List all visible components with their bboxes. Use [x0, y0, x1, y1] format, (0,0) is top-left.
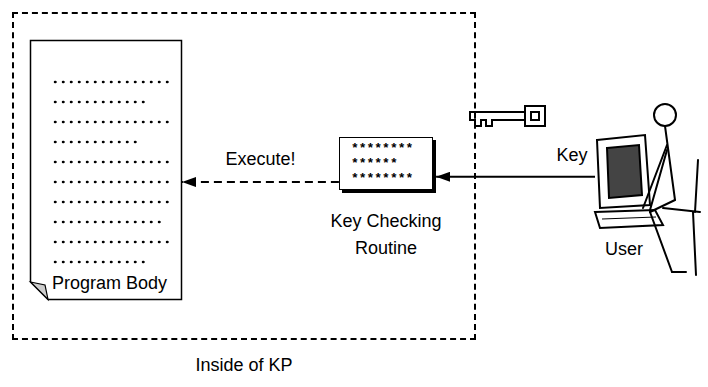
flow-arrow — [182, 181, 339, 183]
edge-label: Execute! — [222, 148, 298, 170]
routine-box: ******** ****** ******** Key Checking Rou… — [321, 137, 451, 262]
user-figure: User — [595, 100, 705, 285]
node-label: User — [605, 238, 665, 260]
edge-label: Key — [554, 144, 591, 166]
node-label: Program Body — [52, 272, 176, 294]
stick-figure — [643, 104, 700, 275]
key-icon — [470, 106, 545, 126]
folded-corner — [31, 282, 49, 300]
boundary-region: Program Body ******** ****** ******** Key … — [12, 12, 476, 340]
dotted-lines — [55, 82, 175, 262]
node-label: Key Checking Routine — [321, 208, 451, 262]
routine-document: ******** ****** ******** — [339, 137, 433, 190]
document-box: Program Body — [30, 40, 182, 300]
code-placeholder: ******** ****** ******** — [351, 141, 421, 186]
document-outline — [30, 40, 182, 300]
document-border — [31, 41, 182, 300]
flow-arrow — [436, 176, 595, 178]
node-label: Inside of KP — [14, 354, 474, 376]
